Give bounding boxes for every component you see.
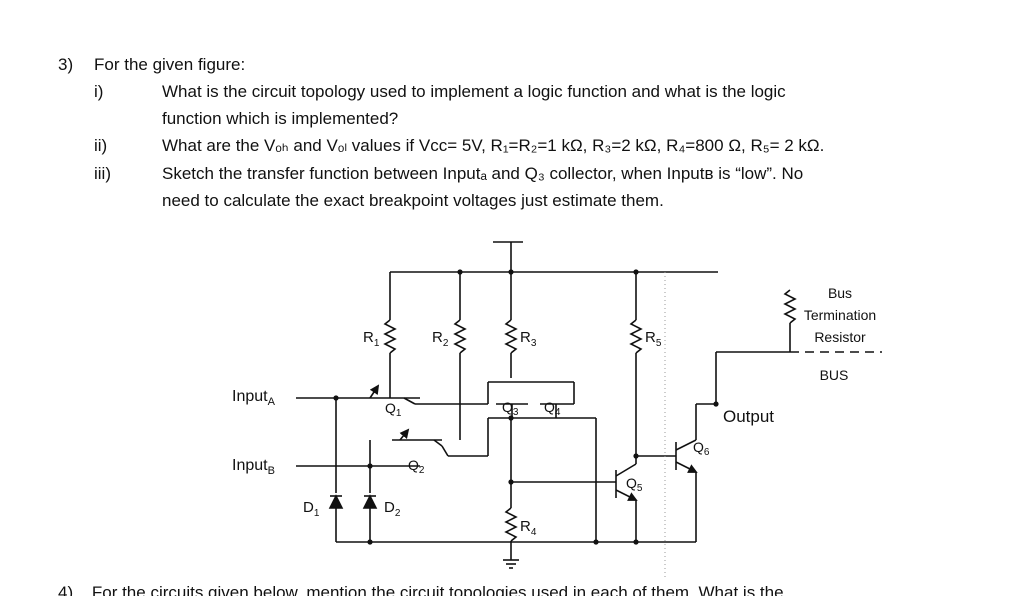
item-number-i: i) [94,82,104,101]
bus-termination-label-line-1: Bus [828,285,852,301]
output-label: Output [723,407,774,426]
item-i-line-2: function which is implemented? [162,109,399,128]
next-question-cutoff: 4) For the circuits given below, mention… [58,583,938,596]
bus-label: BUS [820,367,849,383]
resistor-r5 [629,319,643,354]
next-question-text: For the circuits given below, mention th… [91,583,784,596]
item-number-ii: ii) [94,136,108,155]
item-i-line-1: What is the circuit topology used to imp… [162,82,786,101]
d2-label: D2 [384,499,401,519]
q2-label: Q2 [408,457,425,476]
q6-label: Q6 [693,439,710,458]
bus-termination-label-line-3: Resistor [814,329,866,345]
item-ii-line-1: What are the Vₒₕ and Vₒₗ values if Vᴄᴄ= … [162,136,825,155]
r1-label: R1 [363,329,380,349]
diode-d1 [328,494,344,509]
item-number-iii: iii) [94,164,111,183]
item-iii-line-1: Sketch the transfer function between Inp… [162,164,804,183]
resistor-r4 [504,507,518,542]
input-b-label: InputB [232,457,275,477]
q5-label: Q5 [626,475,643,494]
q4-label: Q4 [544,399,561,418]
next-question-number: 4) [58,583,74,596]
r3-label: R3 [520,329,537,349]
resistor-r2 [453,319,467,354]
q3-label: Q3 [502,399,519,418]
question-number: 3) [58,55,74,74]
resistor-r1 [383,319,397,354]
resistor-bus-termination [783,289,797,324]
r2-label: R2 [432,329,449,349]
r5-label: R5 [645,329,662,349]
input-a-label: InputA [232,388,276,408]
q1-label: Q1 [385,400,402,419]
resistor-r3 [504,319,518,354]
r4-label: R4 [520,518,537,538]
diode-d2 [362,494,378,509]
question-intro: For the given figure: [94,55,246,74]
item-iii-line-2: need to calculate the exact breakpoint v… [162,191,664,210]
bus-termination-label-line-2: Termination [804,307,876,323]
d1-label: D1 [303,499,320,519]
